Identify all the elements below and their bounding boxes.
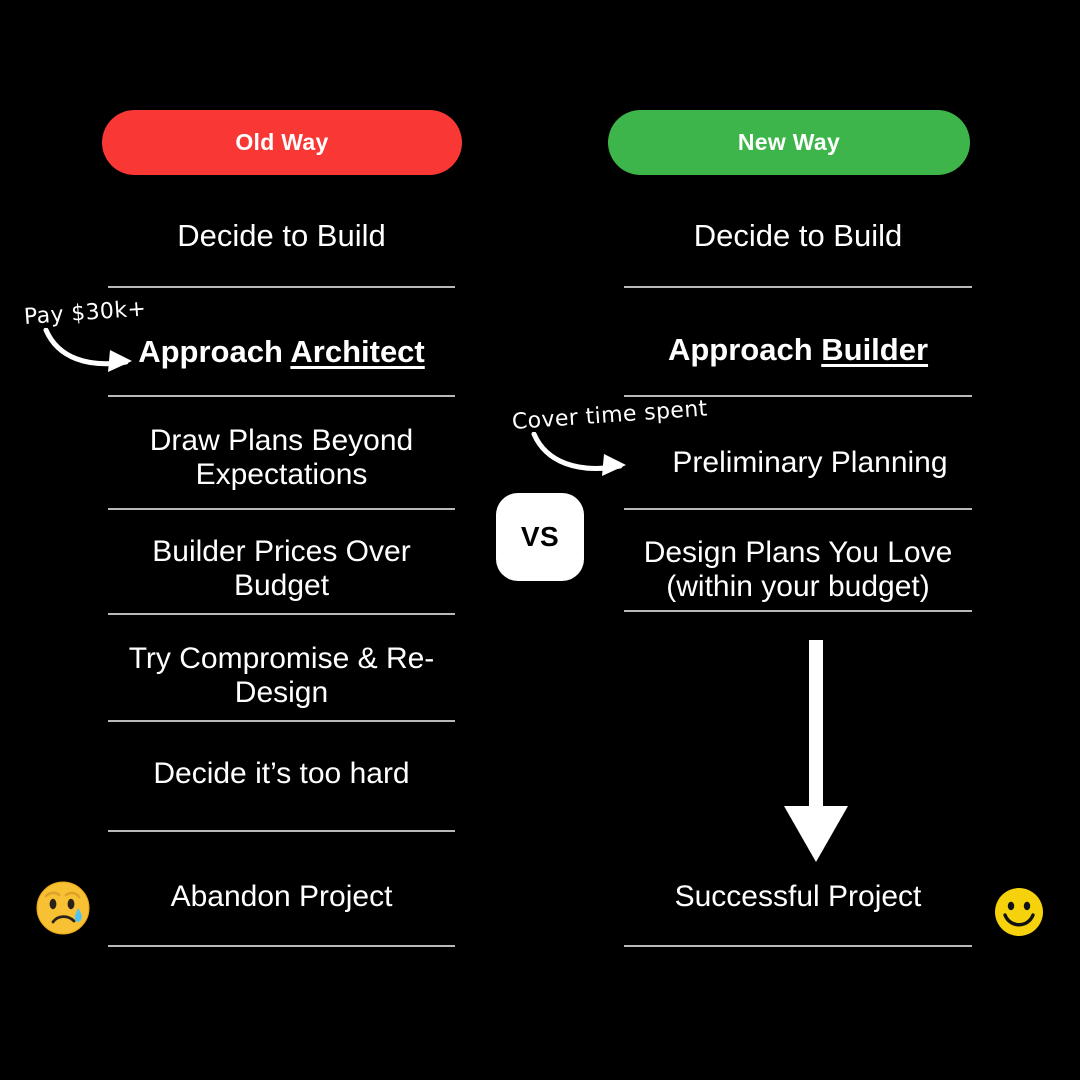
step-old-2: Draw Plans Beyond Expectations — [108, 414, 455, 502]
divider-old-2 — [108, 508, 455, 510]
divider-old-0 — [108, 286, 455, 288]
step-old-0-label: Decide to Build — [177, 217, 386, 253]
step-old-5: Decide it’s too hard — [108, 748, 455, 800]
badge-old-way: Old Way — [102, 110, 462, 175]
step-old-6: Abandon Project — [108, 871, 455, 923]
down-arrow-icon — [784, 640, 848, 862]
divider-old-5 — [108, 830, 455, 832]
divider-new-0 — [624, 286, 972, 288]
step-new-3: Design Plans You Love (within your budge… — [624, 526, 972, 614]
divider-old-1 — [108, 395, 455, 397]
step-old-6-label: Abandon Project — [170, 880, 393, 914]
step-new-1: Approach Builder — [624, 328, 972, 372]
divider-old-3 — [108, 613, 455, 615]
divider-new-1 — [624, 395, 972, 397]
smiling-face-emoji — [991, 884, 1047, 945]
divider-new-3 — [624, 610, 972, 612]
step-old-1-label: Approach — [138, 333, 291, 369]
step-old-3: Builder Prices Over Budget — [108, 525, 455, 613]
divider-new-2 — [624, 508, 972, 510]
divider-new-4 — [624, 945, 972, 947]
badge-new-way: New Way — [608, 110, 970, 175]
divider-old-4 — [108, 720, 455, 722]
step-old-3-label: Builder Prices Over Budget — [152, 535, 411, 602]
step-new-0: Decide to Build — [624, 210, 972, 262]
step-new-3-label: Design Plans You Love (within your budge… — [643, 536, 953, 603]
step-old-2-label: Draw Plans Beyond Expectations — [149, 424, 414, 491]
step-new-0-label: Decide to Build — [693, 217, 903, 253]
annotation-cover-time-spent: Cover time spent — [511, 396, 709, 435]
annotation-arrow-right-icon — [531, 432, 626, 476]
step-new-4: Successful Project — [624, 871, 972, 923]
step-new-2-label: Preliminary Planning — [672, 446, 948, 480]
divider-old-6 — [108, 945, 455, 947]
crying-face-emoji — [33, 878, 93, 943]
step-old-4: Try Compromise & Re-Design — [108, 632, 455, 720]
step-old-4-label: Try Compromise & Re-Design — [128, 642, 435, 709]
step-new-2: Preliminary Planning — [648, 440, 972, 486]
step-old-1-emphasis: Architect — [290, 333, 425, 369]
step-old-5-label: Decide it’s too hard — [153, 757, 410, 791]
vs-badge: VS — [496, 493, 584, 581]
step-new-4-label: Successful Project — [674, 880, 922, 914]
step-old-1: Approach Architect — [108, 330, 455, 374]
annotation-pay-30k: Pay $30k+ — [23, 296, 148, 330]
step-new-1-label: Approach — [667, 331, 822, 367]
step-old-0: Decide to Build — [108, 210, 455, 262]
step-new-1-emphasis: Builder — [821, 331, 929, 367]
